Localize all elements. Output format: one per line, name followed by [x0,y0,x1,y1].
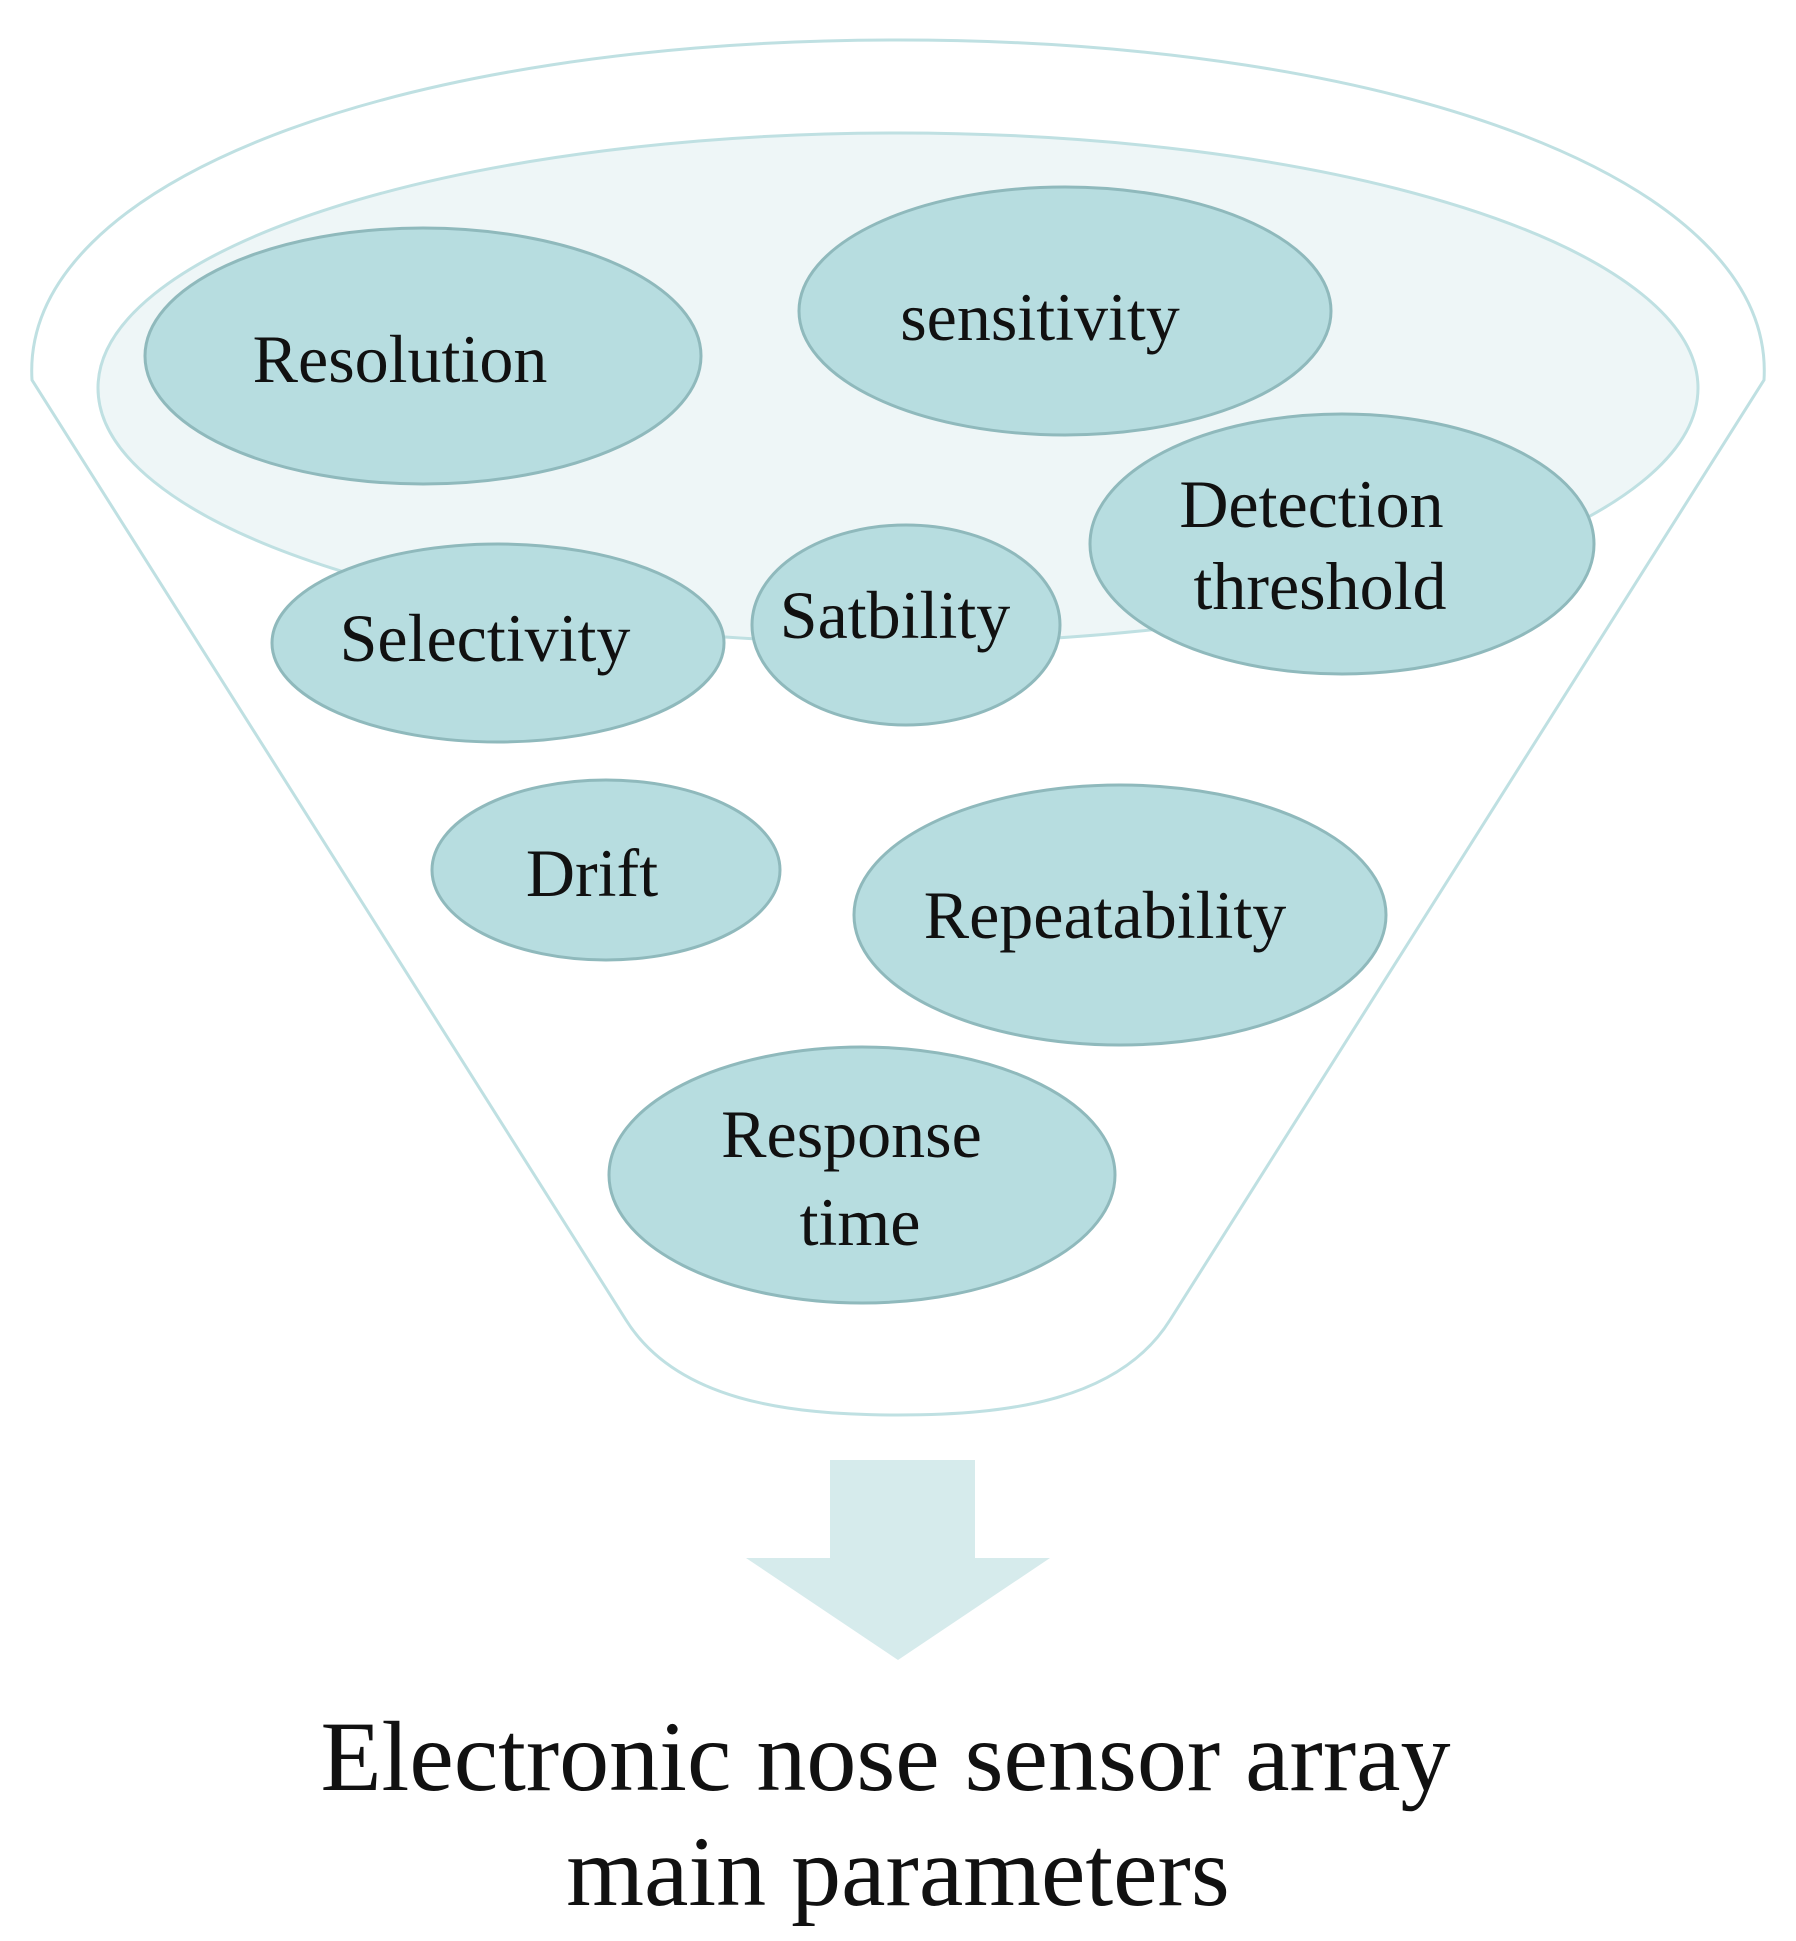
parameter-label: Response time [721,1096,999,1260]
parameter-detection-threshold: Detection threshold [1088,412,1596,676]
parameter-repeatability: Repeatability [852,783,1388,1047]
caption-line-2: main parameters [566,1816,1230,1927]
parameter-label: Selectivity [340,600,631,676]
parameter-satbility: Satbility [750,523,1062,727]
parameter-response-time: Response time [607,1045,1117,1305]
diagram-caption: Electronic nose sensor array main parame… [320,1701,1475,1927]
caption-line-1: Electronic nose sensor array [320,1701,1450,1812]
parameter-label: Resolution [253,321,548,397]
parameter-sensitivity: sensitivity [797,185,1333,437]
parameter-resolution: Resolution [143,226,703,486]
parameter-ellipses: Resolution sensitivity Detection thresho… [143,185,1596,1305]
parameter-label: Drift [526,835,658,911]
parameter-label: Satbility [780,577,1010,653]
parameter-drift: Drift [430,778,782,962]
parameter-label: Repeatability [924,877,1287,953]
parameter-label: Detection threshold [1179,466,1460,624]
down-arrow-icon [746,1460,1050,1660]
parameter-selectivity: Selectivity [270,542,726,744]
parameter-label: sensitivity [900,279,1180,355]
